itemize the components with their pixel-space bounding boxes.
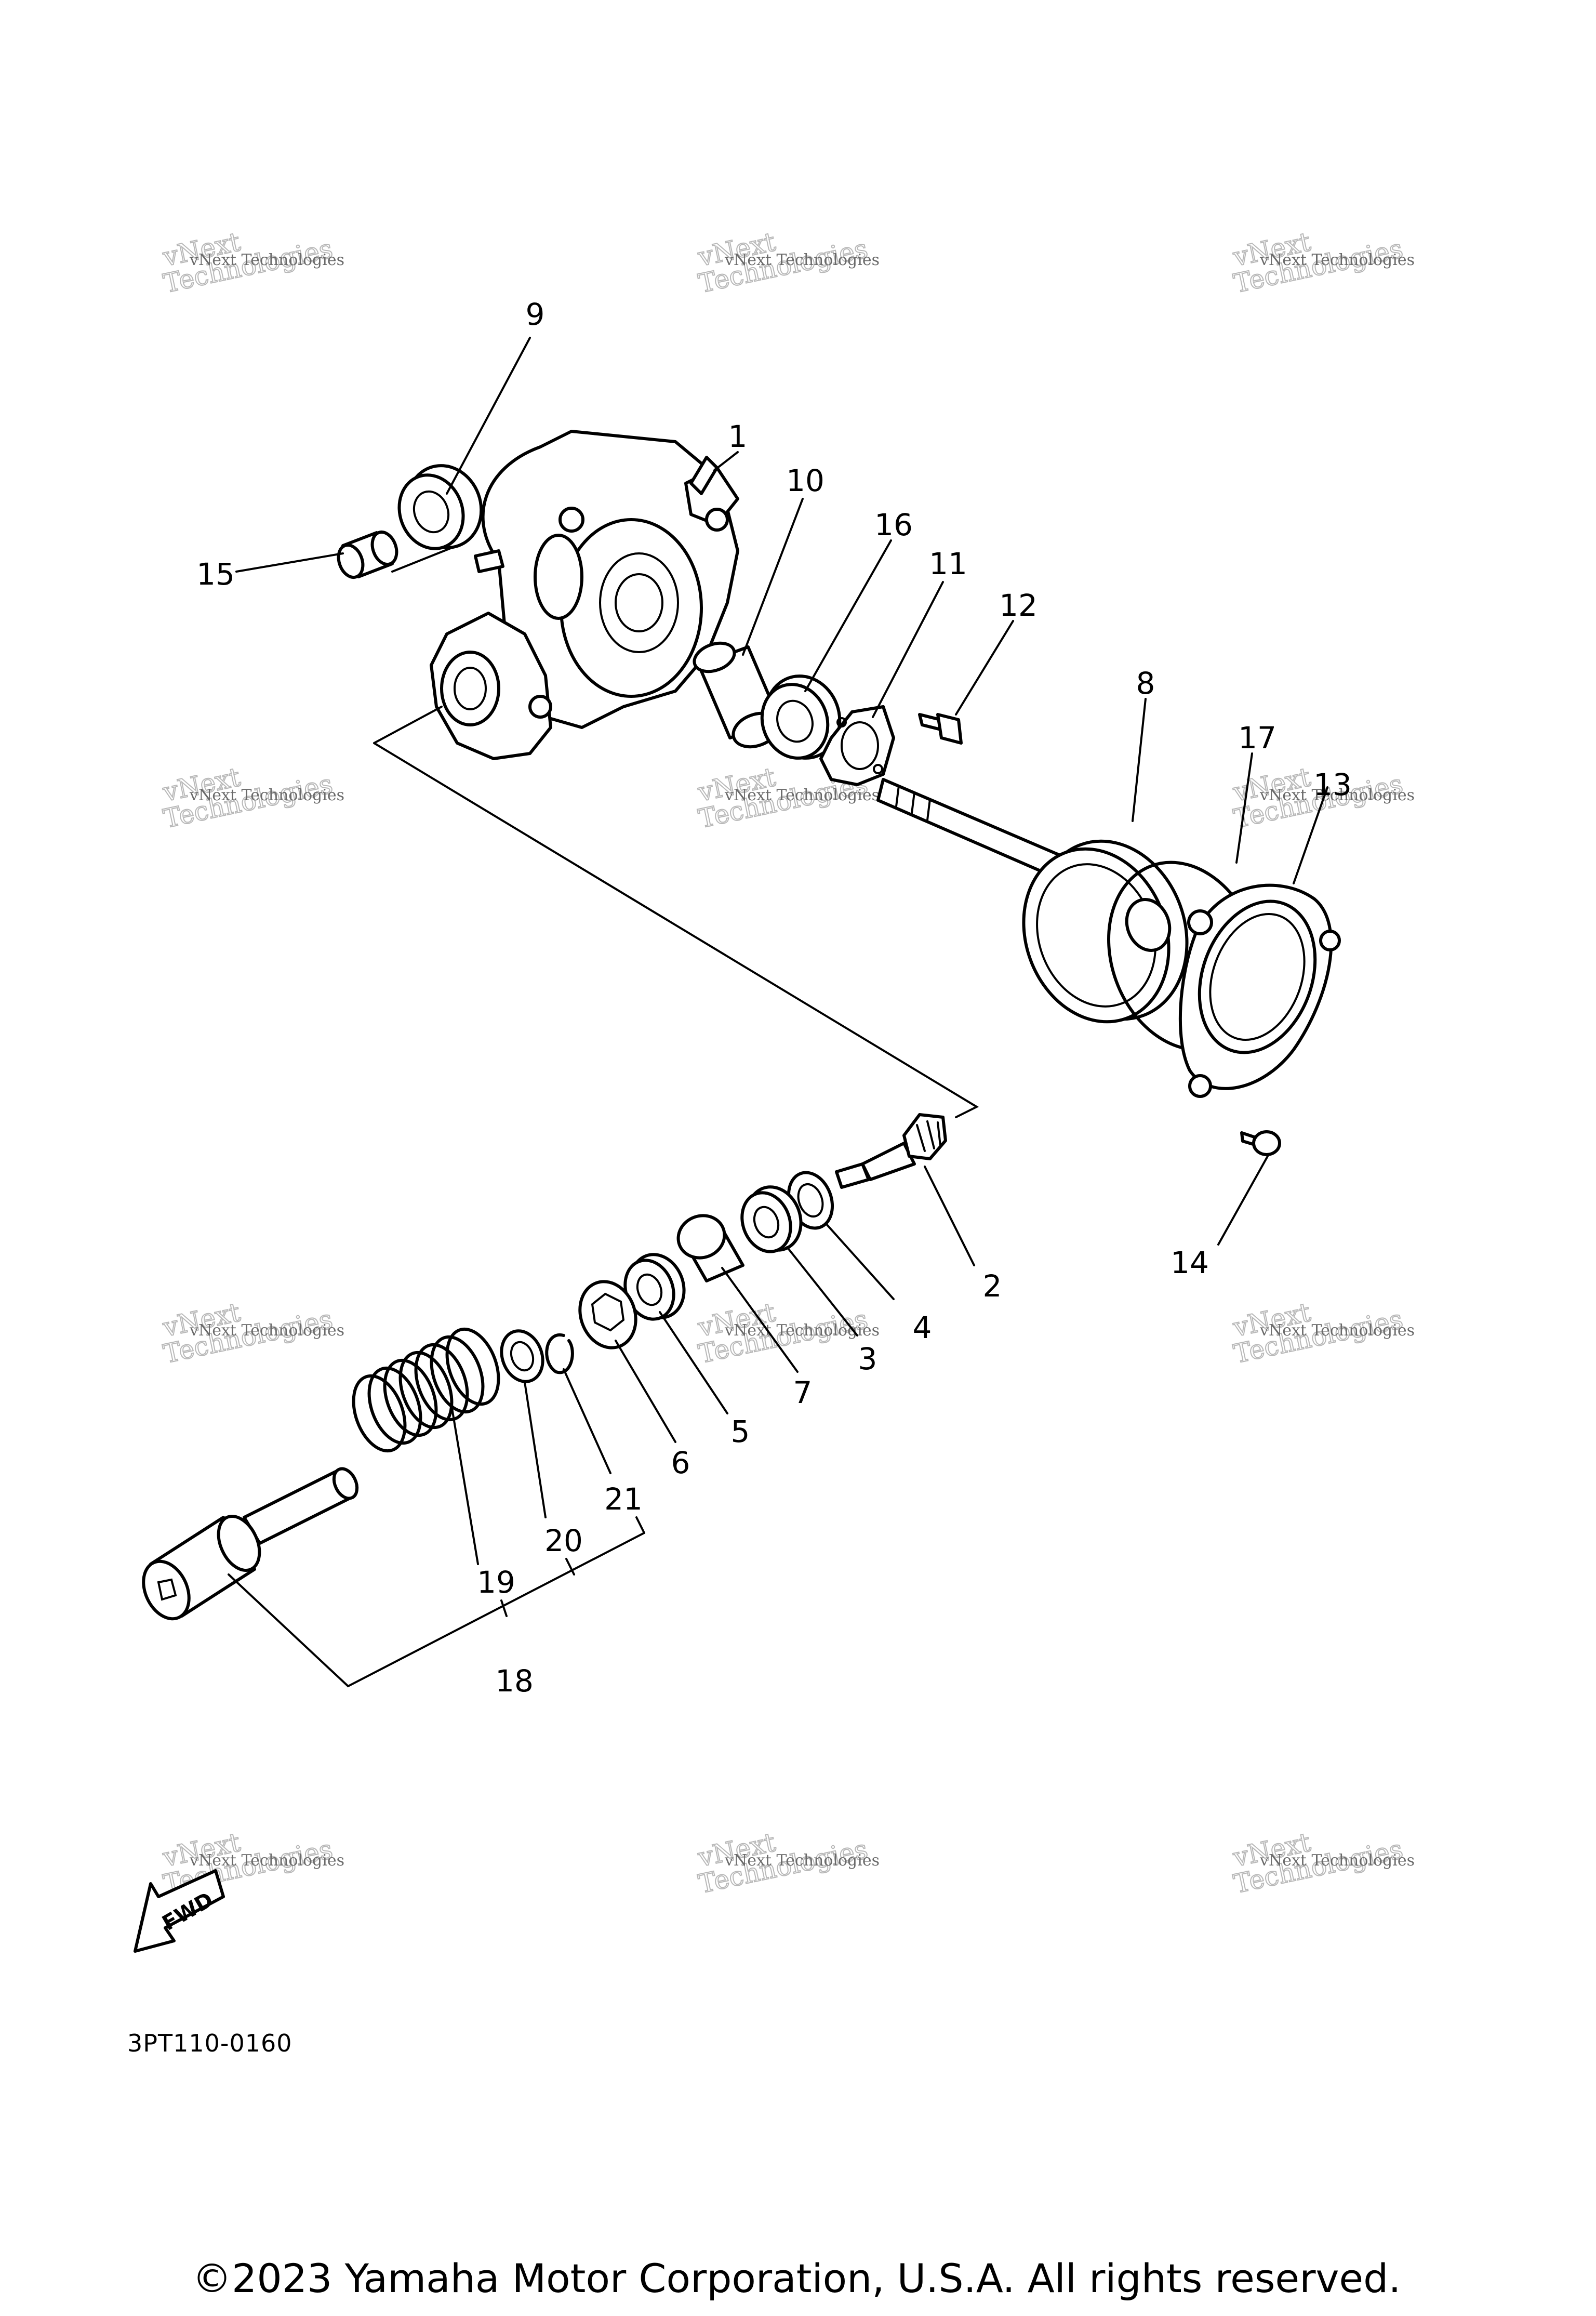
- assembly-bracket-line: [373, 706, 979, 1118]
- callout-13: 13: [1313, 767, 1352, 802]
- callout-7: 7: [793, 1375, 813, 1410]
- part-15-collar: [337, 531, 398, 579]
- part-11-retainer-plate: [819, 705, 895, 786]
- svg-text:vNext Technologies: vNext Technologies: [724, 786, 880, 804]
- part-20-washer: [500, 1329, 544, 1383]
- watermark: vNext Technologies vNext Technologies: [695, 1827, 880, 1900]
- watermark: vNext Technologies vNext Technologies: [159, 226, 344, 299]
- copyright-notice: ©2023 Yamaha Motor Corporation, U.S.A. A…: [192, 2255, 1401, 2301]
- svg-text:vNext Technologies: vNext Technologies: [1259, 786, 1415, 804]
- callout-12: 12: [999, 588, 1038, 623]
- callout-17: 17: [1238, 720, 1276, 756]
- part-3-bearing: [740, 1185, 803, 1253]
- callout-3: 3: [858, 1341, 877, 1377]
- callout-18: 18: [495, 1663, 534, 1699]
- part-1-gear-housing: [430, 430, 739, 760]
- svg-text:vNext Technologies: vNext Technologies: [1259, 251, 1415, 269]
- watermark: vNext Technologies vNext Technologies: [159, 761, 344, 835]
- callout-8: 8: [1136, 666, 1155, 701]
- callout-5: 5: [731, 1414, 750, 1449]
- diagram-code: 3PT110-0160: [127, 2029, 292, 2057]
- svg-text:vNext Technologies: vNext Technologies: [724, 251, 880, 269]
- callout-14: 14: [1171, 1245, 1209, 1280]
- svg-text:vNext Technologies: vNext Technologies: [189, 786, 344, 804]
- part-19-spring: [352, 1327, 500, 1453]
- watermark: vNext Technologies vNext Technologies: [1230, 226, 1415, 299]
- callout-labels: 1 9 15 10 16 11 12 8 17 13 14 2 4 3 7 5 …: [196, 297, 1352, 1699]
- callout-6: 6: [671, 1445, 690, 1480]
- callout-9: 9: [526, 297, 545, 332]
- watermark: vNext Technologies vNext Technologies: [1230, 1827, 1415, 1900]
- svg-text:vNext Technologies: vNext Technologies: [724, 1851, 880, 1870]
- part-13-cover: [1178, 883, 1341, 1098]
- callout-1: 1: [728, 419, 748, 454]
- leader-lines: [228, 337, 1328, 1688]
- part-21-circlip: [545, 1333, 574, 1374]
- callout-16: 16: [874, 507, 913, 542]
- svg-text:vNext Technologies: vNext Technologies: [1259, 1851, 1415, 1870]
- part-18-shaft: [142, 1467, 359, 1621]
- callout-11: 11: [929, 546, 967, 581]
- callout-19: 19: [477, 1565, 515, 1600]
- callout-4: 4: [913, 1310, 932, 1345]
- callout-10: 10: [786, 463, 824, 498]
- part-8-shaft-gear: [876, 778, 1189, 1024]
- part-7-collar: [676, 1214, 744, 1282]
- watermark: vNext Technologies vNext Technologies: [695, 226, 880, 299]
- part-5-bearing: [623, 1253, 686, 1321]
- watermark: vNext Technologies vNext Technologies: [1230, 1296, 1415, 1370]
- part-16-bearing: [760, 674, 842, 760]
- svg-text:vNext Technologies: vNext Technologies: [189, 251, 344, 269]
- svg-text:vNext Technologies: vNext Technologies: [189, 1851, 344, 1870]
- watermark: vNext Technologies vNext Technologies: [159, 1296, 344, 1370]
- callout-2: 2: [983, 1268, 1002, 1304]
- svg-text:vNext Technologies: vNext Technologies: [189, 1321, 344, 1340]
- callout-15: 15: [196, 557, 235, 592]
- part-9-bearing: [397, 464, 483, 550]
- svg-text:vNext Technologies: vNext Technologies: [1259, 1321, 1415, 1340]
- part-2-drive-gear: [835, 1113, 947, 1189]
- svg-text:vNext Technologies: vNext Technologies: [724, 1321, 880, 1340]
- part-14-screw: [1240, 1130, 1281, 1156]
- callout-21: 21: [604, 1481, 643, 1517]
- part-12-bolt: [918, 713, 963, 745]
- callout-20: 20: [544, 1523, 583, 1558]
